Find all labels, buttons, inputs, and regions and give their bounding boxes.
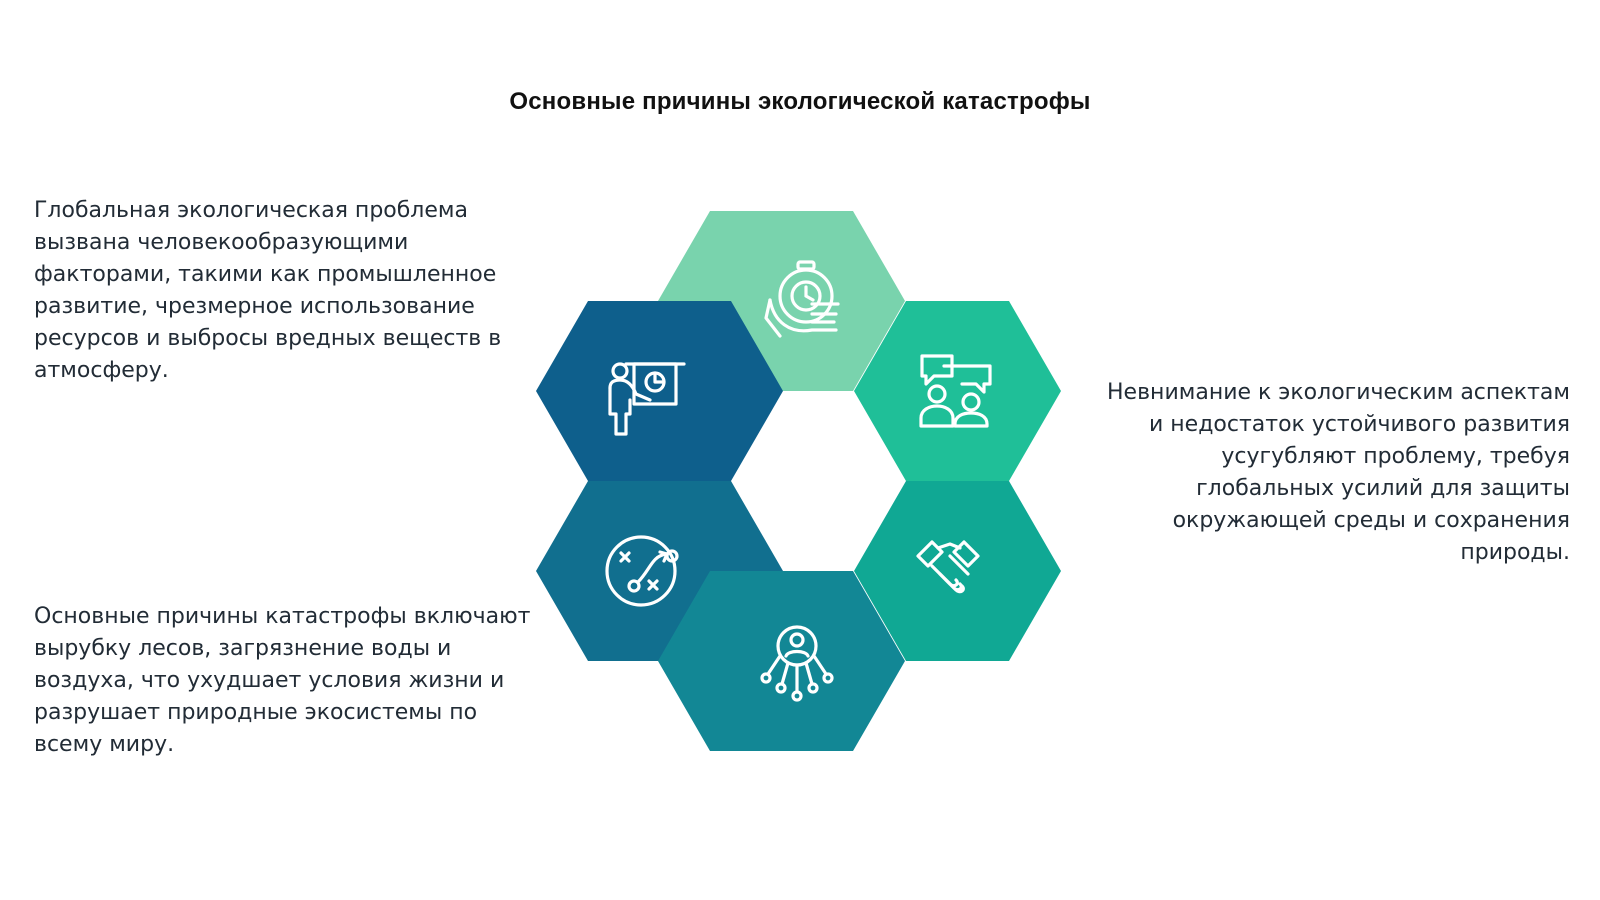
strategy-plan-icon [605,535,679,607]
stopwatch-hand-icon [764,260,840,338]
hexagon-lower-right-shape [854,481,1061,661]
hexagon-lower-right [854,481,1061,661]
hexagon-bottom [658,571,905,751]
hexagon-upper-left [536,301,783,481]
handshake-icon [916,540,980,594]
hexagon-upper-right [854,301,1061,481]
hexagon-upper-right-shape [854,301,1061,481]
discussion-group-icon [919,354,992,428]
slide-title: Основные причины экологической катастроф… [509,88,1091,115]
presenter-board-icon [608,362,686,436]
hexagon-bottom-shape [658,571,905,751]
text-block-right: Невнимание к экологическим аспектам и не… [1107,380,1570,565]
text-block-left-top: Глобальная экологическая проблема вызван… [34,198,502,383]
user-network-icon [760,625,834,702]
text-block-left-bottom: Основные причины катастрофы включают выр… [34,604,531,757]
